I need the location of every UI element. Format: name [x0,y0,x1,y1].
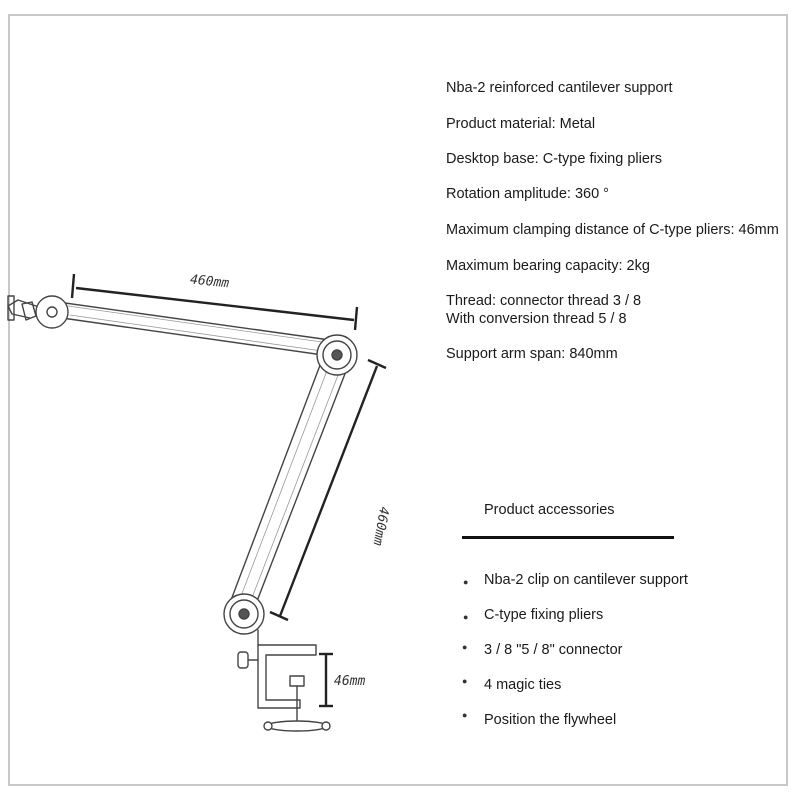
spec-thread-connector: Thread: connector thread 3 / 8 [446,293,642,309]
bullet-icon: ● [462,642,468,652]
accessory-item: Position the flywheel [484,712,617,728]
dimension-line-clamp [319,652,333,708]
spec-rotation: Rotation amplitude: 360 ° [446,186,609,202]
accessories-heading: Product accessories [484,502,615,518]
spec-bearing: Maximum bearing capacity: 2kg [446,258,650,274]
dimension-line-lower [269,358,387,622]
mic-clip-mount [7,295,69,329]
spec-material: Product material: Metal [446,116,596,132]
upper-arm [57,301,331,357]
base-joint [223,593,265,635]
accessory-item: 4 magic ties [484,677,562,693]
c-clamp [237,629,331,732]
bullet-icon: ● [462,676,468,686]
dimension-line-upper [70,273,359,331]
upper-arm-length-label: 460mm [189,272,230,291]
accessory-item: C-type fixing pliers [484,607,604,623]
accessories-divider [462,536,674,539]
elbow-joint [316,334,358,376]
spec-arm-span: Support arm span: 840mm [446,346,618,362]
spec-title: Nba-2 reinforced cantilever support [446,80,673,96]
accessory-item: Nba-2 clip on cantilever support [484,572,688,588]
bullet-icon: ● [463,577,469,587]
accessory-item: 3 / 8 "5 / 8" connector [484,642,623,658]
clamp-distance-label: 46mm [334,674,365,689]
spec-clamping: Maximum clamping distance of C-type plie… [446,222,779,238]
lower-arm-length-label: 460mm [370,505,392,546]
bullet-icon: ● [463,612,469,622]
lower-arm [227,359,349,615]
bullet-icon: ● [462,710,468,720]
spec-thread-conversion: With conversion thread 5 / 8 [446,311,627,327]
page-frame [8,14,788,786]
spec-base: Desktop base: C-type fixing pliers [446,151,662,167]
